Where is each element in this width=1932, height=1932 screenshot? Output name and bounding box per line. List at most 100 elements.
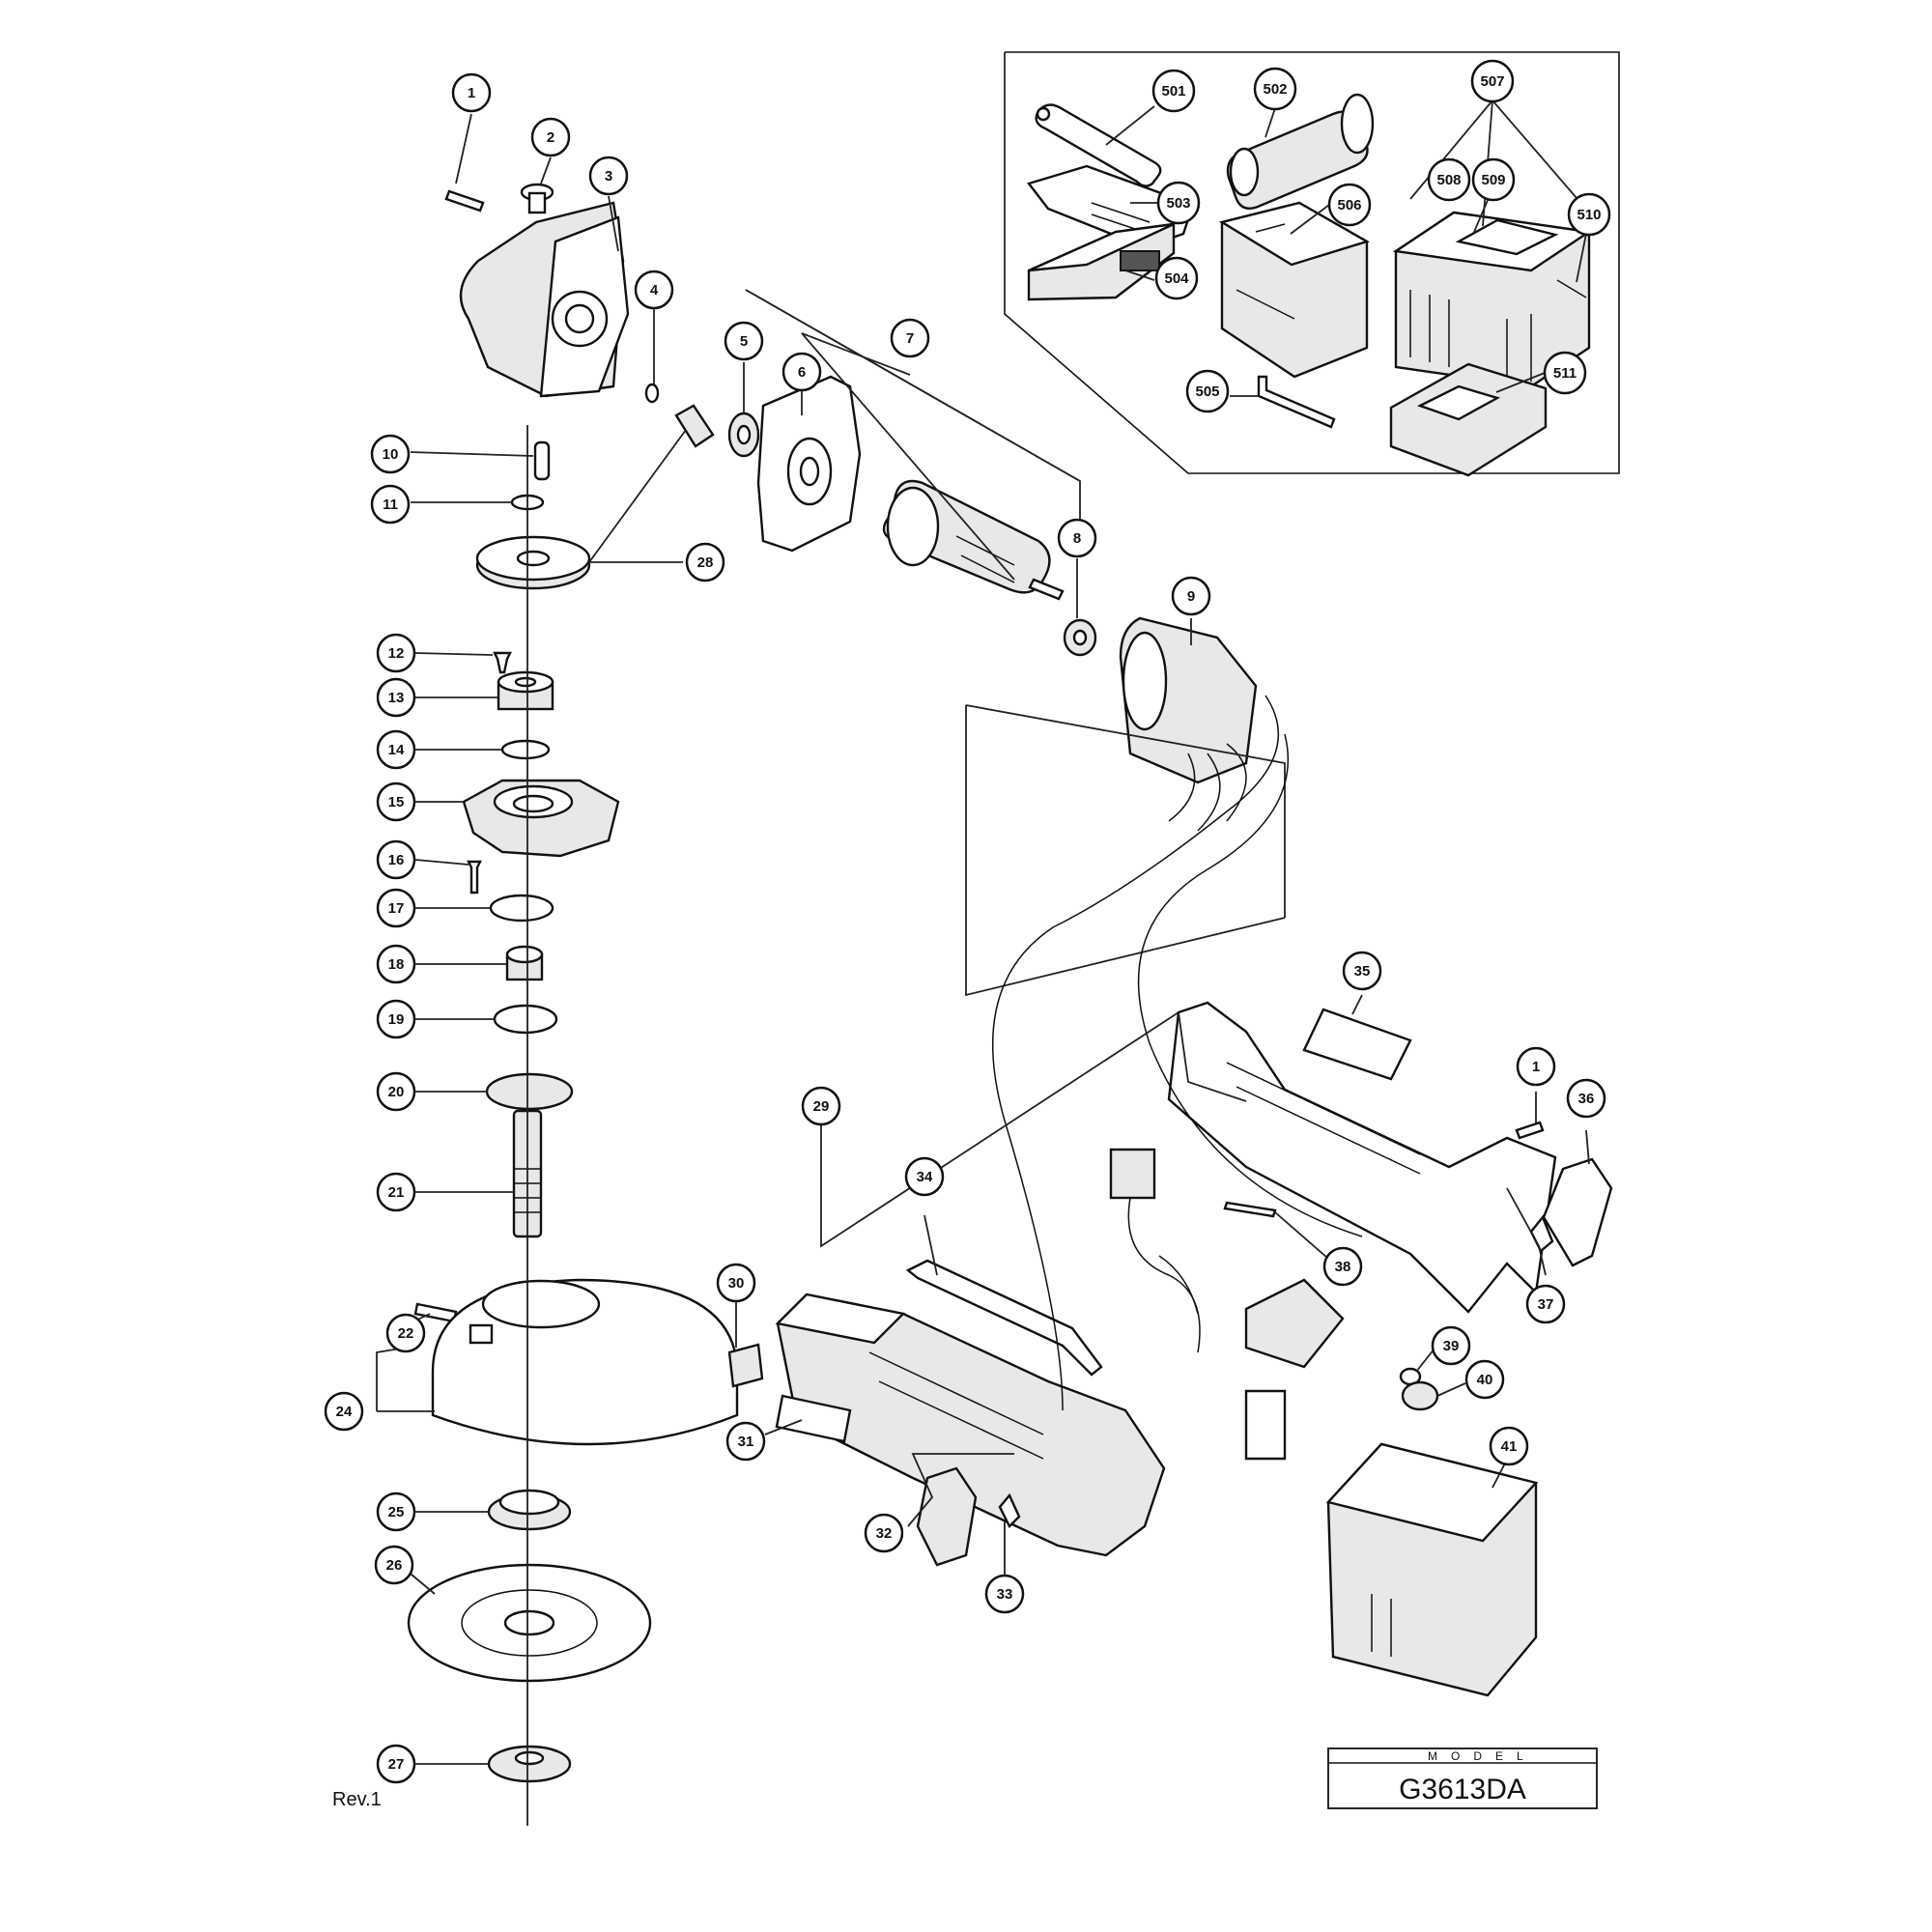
callout-c17: 17 — [376, 888, 416, 928]
leader-31 — [764, 1419, 803, 1435]
callout-c504: 504 — [1154, 256, 1199, 300]
callout-number: 507 — [1480, 73, 1504, 90]
part-30-switch-cover — [727, 1343, 764, 1388]
callout-number: 27 — [388, 1756, 405, 1773]
part-502-side-handle — [1226, 93, 1375, 210]
callout-number: 6 — [798, 364, 806, 381]
callout-number: 32 — [876, 1525, 893, 1542]
callout-circle — [1151, 69, 1196, 113]
callout-circle — [530, 117, 571, 157]
part-26-grinding-wheel — [407, 1563, 652, 1683]
callout-circle — [451, 72, 492, 113]
part-4-needle-bearing — [644, 383, 660, 404]
callout-c25: 25 — [376, 1492, 416, 1532]
callout-c8: 8 — [1057, 518, 1097, 558]
callout-circle — [685, 542, 725, 582]
callout-c501: 501 — [1151, 69, 1196, 113]
callout-circle — [1431, 1325, 1471, 1366]
part-1-screw — [444, 189, 485, 213]
part-8-ball-bearing — [1063, 618, 1097, 657]
part-501-wrench — [1035, 103, 1162, 187]
part-28-bevel-gear-set — [475, 404, 715, 590]
callout-number: 501 — [1161, 83, 1185, 99]
callout-c35: 35 — [1342, 951, 1382, 991]
callout-circle — [370, 434, 411, 474]
callout-number: 24 — [336, 1404, 353, 1420]
part-1b-screw — [1515, 1121, 1545, 1140]
callout-c502: 502 — [1253, 67, 1297, 111]
part-7-armature — [882, 479, 1065, 601]
callout-c503: 503 — [1156, 181, 1201, 225]
callout-circle — [1464, 1359, 1505, 1400]
callout-c24: 24 — [324, 1391, 364, 1432]
callout-c511: 511 — [1543, 351, 1587, 395]
callout-circle — [1327, 183, 1372, 227]
part-15-packing-gland — [462, 779, 620, 858]
revision-label: Rev.1 — [332, 1789, 382, 1810]
part-32-cover — [916, 1466, 978, 1567]
callout-number: 40 — [1477, 1372, 1493, 1388]
callout-circle — [1566, 1078, 1606, 1119]
callout-circle — [376, 1744, 416, 1784]
callout-c26: 26 — [374, 1545, 414, 1585]
callout-number: 3 — [605, 168, 612, 185]
lead-wires — [991, 695, 1363, 1411]
callout-number: 31 — [738, 1434, 754, 1450]
callout-c38: 38 — [1322, 1246, 1363, 1287]
callout-c5: 5 — [724, 321, 764, 361]
callout-circle — [376, 633, 416, 673]
leader-510 — [1576, 233, 1587, 283]
part-510-pin — [1556, 279, 1587, 298]
callout-number: 1 — [1532, 1059, 1540, 1075]
callout-number: 30 — [728, 1275, 745, 1292]
callout-circle — [385, 1313, 426, 1353]
callout-circle — [890, 318, 930, 358]
callout-number: 502 — [1263, 81, 1287, 98]
callout-c510: 510 — [1567, 192, 1611, 237]
callout-circle — [1253, 67, 1297, 111]
callout-circle — [376, 781, 416, 822]
leader-12 — [414, 652, 494, 656]
leader-dashed-frame — [965, 704, 1286, 997]
callout-c9: 9 — [1171, 576, 1211, 616]
callout-c505: 505 — [1185, 369, 1230, 413]
callout-c22: 22 — [385, 1313, 426, 1353]
callout-c4: 4 — [634, 270, 674, 310]
callout-circle — [634, 270, 674, 310]
callout-c7: 7 — [890, 318, 930, 358]
callout-c28: 28 — [685, 542, 725, 582]
callout-circle — [376, 729, 416, 770]
part-40-nut — [1401, 1380, 1439, 1411]
callout-c18: 18 — [376, 944, 416, 984]
leader-507c — [1492, 99, 1590, 213]
part-31-label — [775, 1394, 852, 1443]
part-27-lock-nut — [487, 1745, 572, 1783]
callout-c12: 12 — [376, 633, 416, 673]
callout-number: 17 — [388, 900, 405, 917]
model-box: MODEL G3613DA — [1327, 1747, 1598, 1809]
part-24-wheel-guard — [431, 1278, 739, 1446]
model-name: G3613DA — [1399, 1774, 1526, 1805]
callout-number: 35 — [1354, 963, 1371, 980]
callout-number: 19 — [388, 1011, 405, 1028]
callout-c40: 40 — [1464, 1359, 1505, 1400]
callout-circle — [1525, 1284, 1566, 1324]
callout-circle — [1154, 256, 1199, 300]
leader-504 — [1124, 270, 1155, 281]
callout-number: 503 — [1166, 195, 1190, 212]
callout-number: 26 — [386, 1557, 403, 1574]
leader-501 — [1105, 105, 1155, 146]
callout-circle — [376, 1071, 416, 1112]
callout-circle — [1427, 157, 1471, 202]
leader-1 — [455, 113, 472, 185]
callout-circle — [781, 352, 822, 392]
callout-number: 8 — [1073, 530, 1081, 547]
part-509-insert — [1455, 218, 1559, 256]
callout-c29: 29 — [801, 1086, 841, 1126]
callout-number: 38 — [1335, 1259, 1351, 1275]
callout-c15: 15 — [376, 781, 416, 822]
callout-number: 12 — [388, 645, 405, 662]
callout-number: 510 — [1577, 207, 1601, 223]
leader-36 — [1585, 1129, 1590, 1165]
